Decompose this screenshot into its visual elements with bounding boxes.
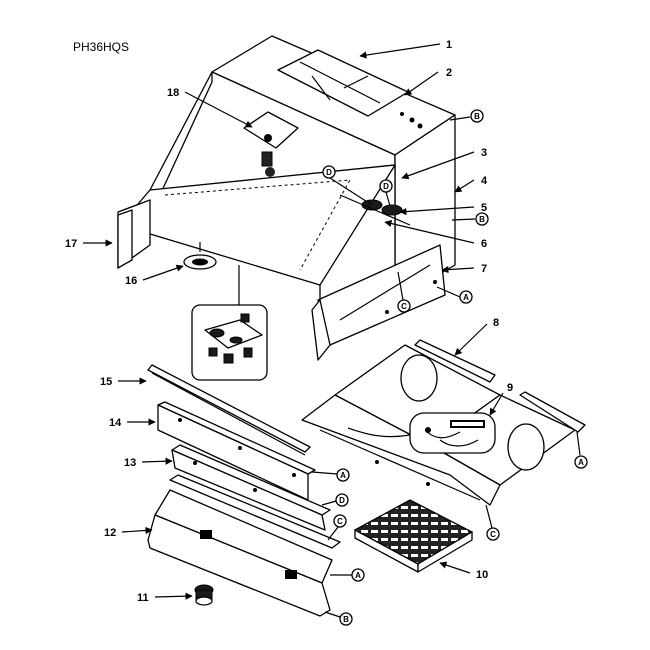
panel-13	[171, 444, 331, 531]
callout-9: 9	[507, 382, 513, 394]
callout-4: 4	[481, 175, 488, 187]
callout-6: 6	[481, 238, 487, 250]
reference-markers: B D D B A C A C A D	[311, 109, 588, 626]
callout-16: 16	[125, 275, 137, 287]
ref-c-1: C	[401, 302, 407, 311]
ref-a-3: A	[340, 471, 346, 480]
ref-c-3: C	[337, 517, 343, 526]
callout-10: 10	[476, 569, 488, 581]
callout-1: 1	[446, 39, 452, 51]
hood-body	[117, 35, 456, 361]
callout-8: 8	[493, 317, 499, 329]
ref-d-3: D	[339, 496, 345, 505]
callout-12: 12	[104, 527, 116, 539]
model-label: PH36HQS	[73, 40, 129, 54]
ref-c-2: C	[490, 530, 496, 539]
callouts: 1 2 3 4 5 6 7 8 9 10 11 12 13 14 15 16 1	[65, 39, 513, 604]
ref-a-4: A	[355, 571, 361, 580]
wiring-inset	[347, 412, 496, 454]
grease-filter	[353, 499, 474, 573]
callout-14: 14	[109, 417, 122, 429]
callout-7: 7	[481, 263, 487, 275]
callout-13: 13	[124, 457, 136, 469]
ref-a-1: A	[463, 293, 469, 302]
rail-15	[147, 364, 311, 456]
callout-5: 5	[481, 202, 487, 214]
fan-filter	[183, 242, 217, 270]
callout-3: 3	[481, 147, 487, 159]
ref-d-1: D	[326, 168, 332, 177]
ref-a-2: A	[578, 458, 584, 467]
callout-18: 18	[167, 87, 179, 99]
callout-2: 2	[446, 67, 452, 79]
ref-b-top: B	[474, 112, 480, 121]
callout-11: 11	[137, 592, 149, 604]
panel-12	[147, 474, 341, 617]
callout-15: 15	[100, 376, 112, 388]
ref-b-bottom: B	[343, 615, 349, 624]
callout-17: 17	[65, 238, 77, 250]
switch-bracket	[243, 111, 299, 149]
ref-d-2: D	[383, 182, 389, 191]
blower-housing	[301, 339, 586, 506]
end-bracket	[117, 209, 133, 269]
knob-11	[194, 584, 214, 606]
switch-inset	[191, 265, 268, 381]
ref-b-mid: B	[479, 215, 485, 224]
